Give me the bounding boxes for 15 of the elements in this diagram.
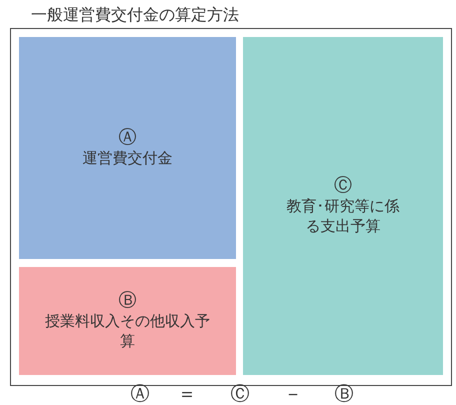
circled-letter: Ⓐ xyxy=(130,384,150,404)
circled-letter: Ⓑ xyxy=(334,384,354,404)
box-label: 授業料収入その他収入予算 xyxy=(44,311,211,351)
frame-title: 一般運営費交付金の算定方法 xyxy=(31,5,239,26)
budget-box xyxy=(19,267,236,375)
circled-letter: Ⓑ xyxy=(118,291,136,311)
box-label: 運営費交付金 xyxy=(82,148,174,168)
budget-box xyxy=(243,37,443,375)
minus-sign: － xyxy=(282,384,304,404)
equals-sign: ＝ xyxy=(176,384,198,404)
budget-box xyxy=(19,37,236,259)
circled-letter: Ⓒ xyxy=(230,384,250,404)
circled-letter: Ⓒ xyxy=(334,176,352,196)
box-label: 教育･研究等に係る支出予算 xyxy=(286,196,400,236)
circled-letter: Ⓐ xyxy=(118,128,136,148)
